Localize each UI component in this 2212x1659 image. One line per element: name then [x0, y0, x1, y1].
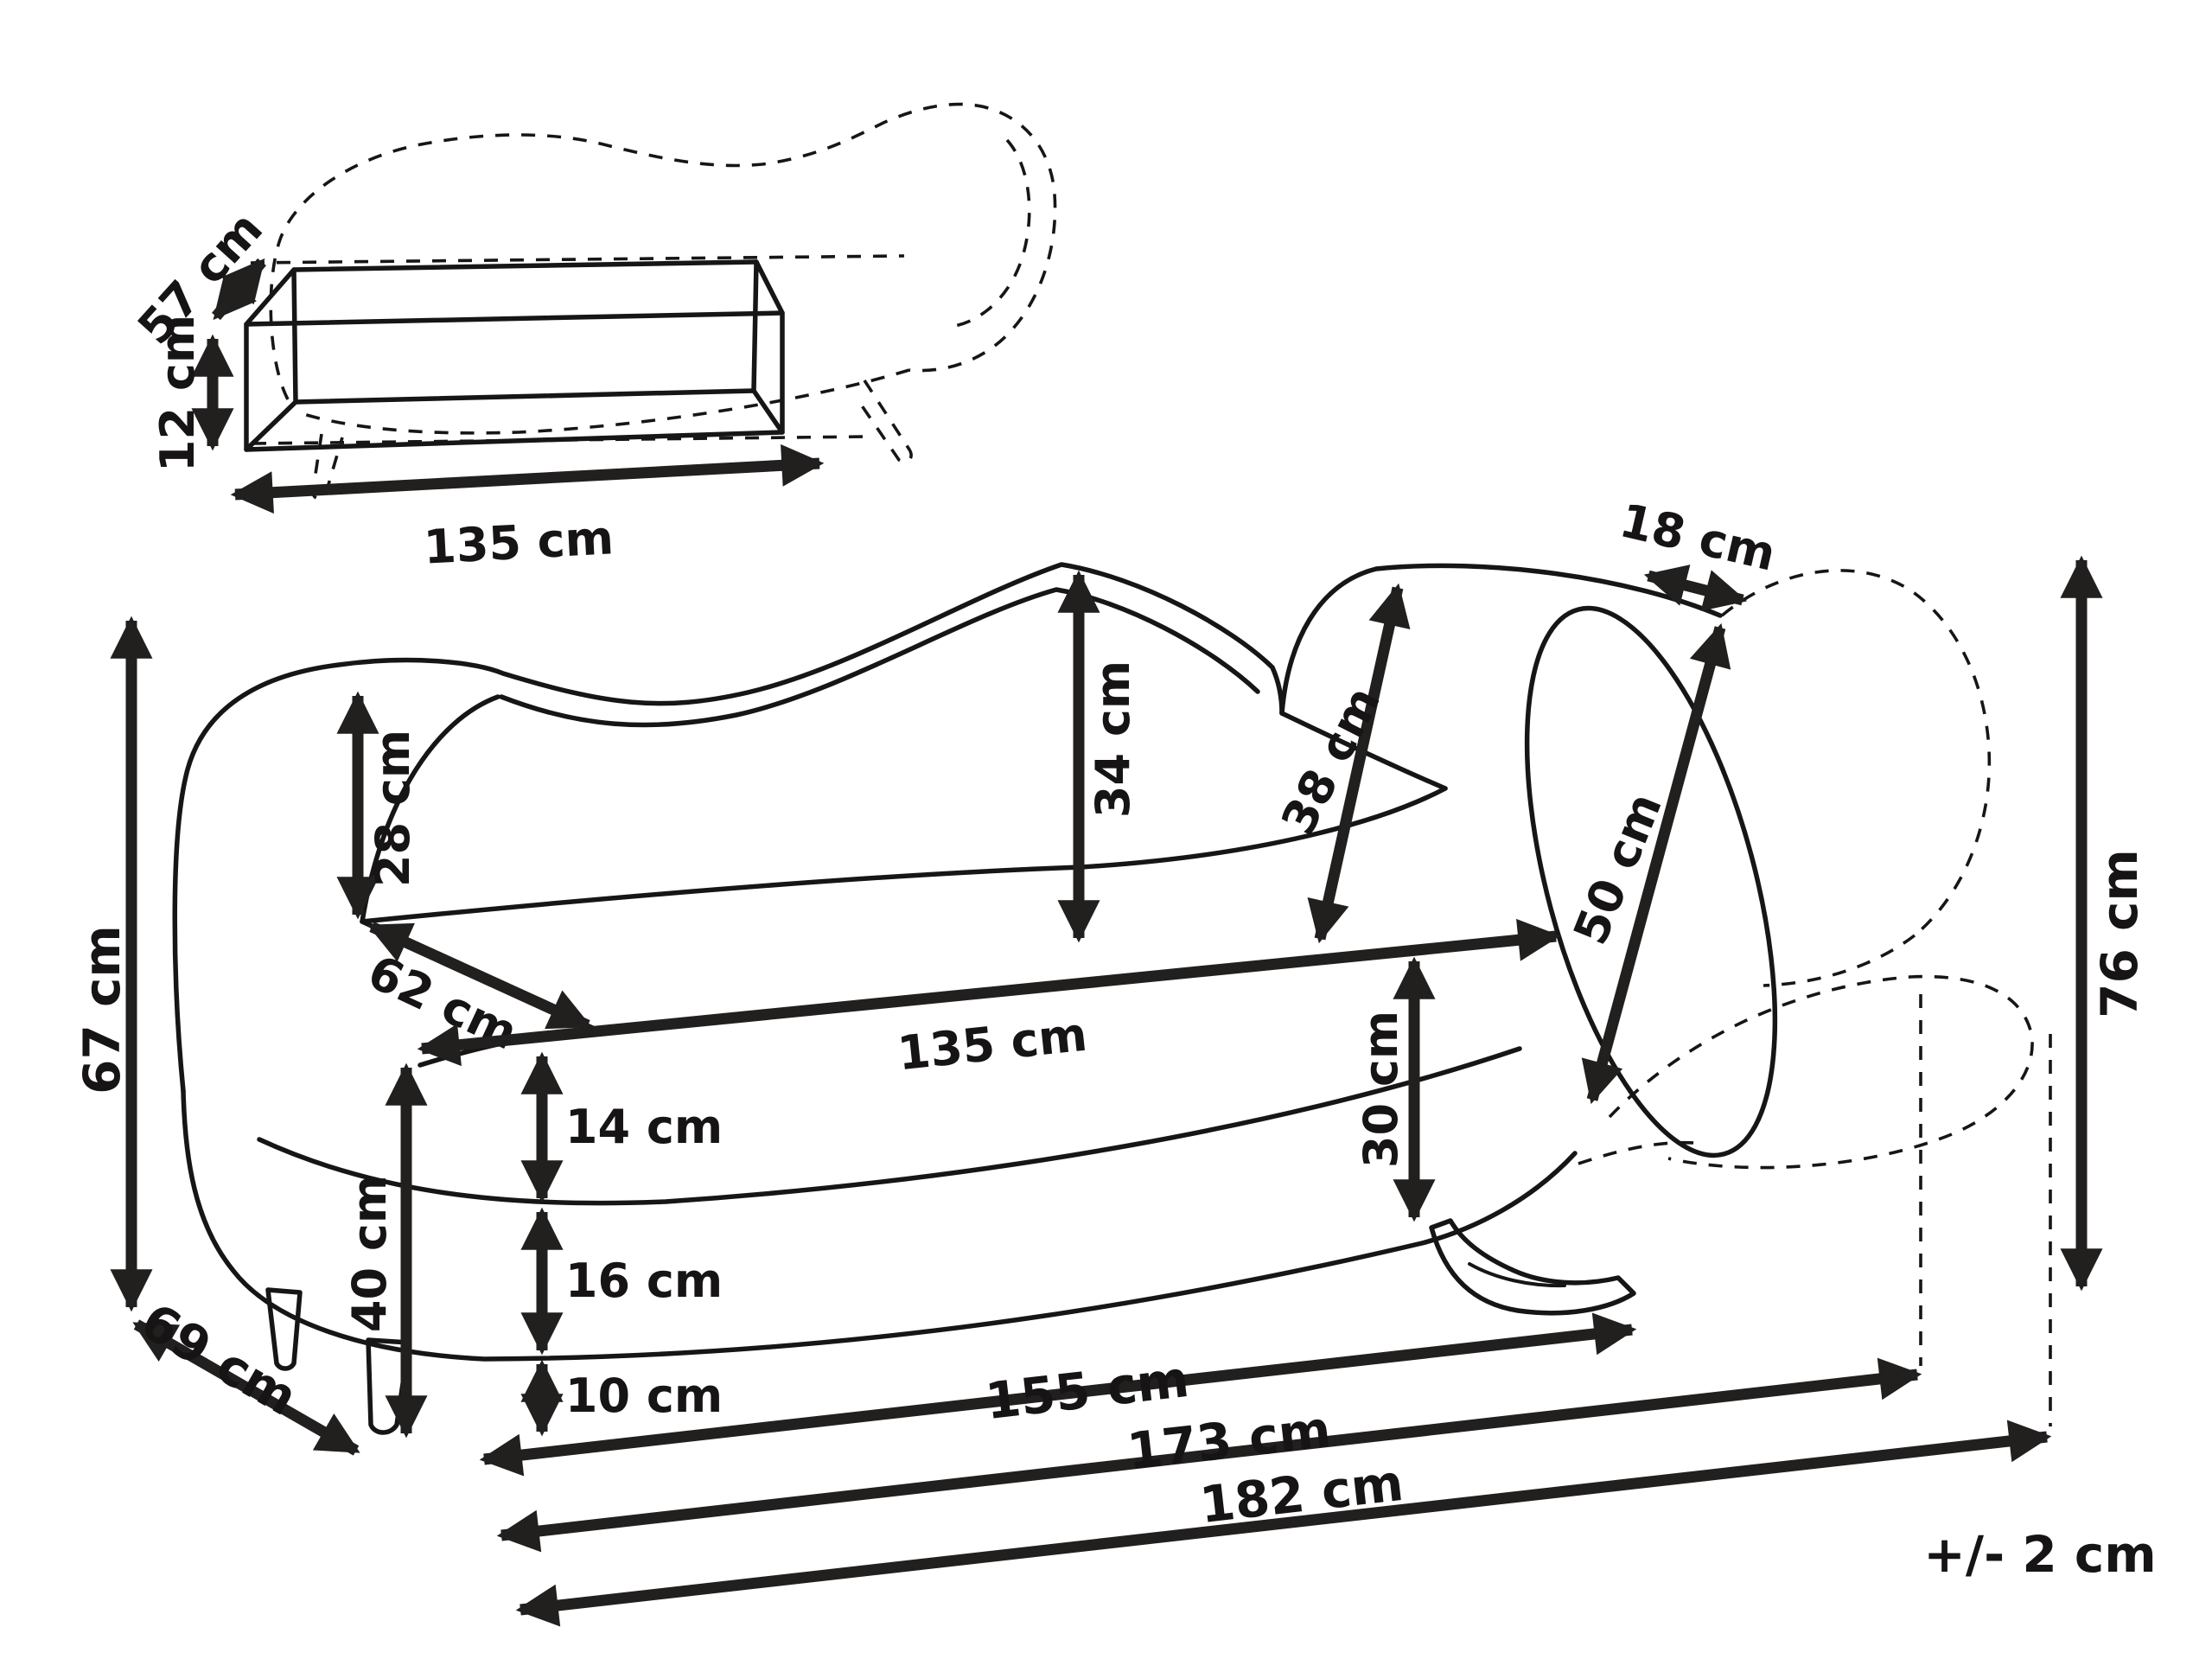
box-right-end: [751, 259, 785, 435]
right-leg-detail: [1468, 1262, 1566, 1288]
raised-cushion-inner-arc: [1763, 934, 1916, 987]
inset-storage-box: [244, 259, 785, 452]
dim-side-depth-arrow: [132, 1319, 360, 1456]
inset-silhouette-seat-line-top: [250, 254, 905, 265]
inset-silhouette-arm-roll: [947, 138, 1031, 329]
cushion-seam: [257, 1046, 1522, 1206]
dim-seat-width-arrow: [417, 918, 1561, 1067]
dim-cushion-thickness-label: 14 cm: [565, 1100, 723, 1154]
box-near-bottom-edge: [244, 430, 785, 452]
dim-bolster-face-arrow: [1307, 583, 1411, 944]
dim-storage-height-label: 12 cm: [150, 315, 205, 472]
dim-seat-front-height-label: 30 cm: [1354, 1011, 1408, 1168]
dim-storage-width-arrow: [230, 443, 825, 514]
dim-bolster-length-arrow: [1581, 622, 1731, 1105]
dim-storage-depth-arrow: [212, 258, 266, 321]
back-top-inner: [499, 587, 1260, 728]
box-left-end: [244, 267, 298, 452]
main-chaise: 67 cm 69 cm 28 cm 62 cm 34 cm 38 cm 18 c…: [73, 493, 2149, 1627]
back-cushion-left-end: [1279, 563, 1723, 716]
dim-bolster-top-width-label: 18 cm: [1615, 493, 1781, 581]
inset-silhouette-bottom: [300, 368, 910, 435]
storage-inset: 57 cm 12 cm 135 cm: [127, 102, 1057, 575]
dim-raised-height-label: 76 cm: [2090, 849, 2149, 1018]
dim-seat-height-label: 40 cm: [342, 1175, 397, 1332]
dim-base-thickness-label: 16 cm: [565, 1254, 723, 1308]
box-far-top-edge: [291, 259, 759, 272]
inset-silhouette-back: [269, 102, 1057, 400]
box-far-bottom-edge: [293, 388, 756, 405]
raised-bolster-bottom-arc: [1578, 1140, 1695, 1165]
inset-silhouette-back-leg: [856, 380, 913, 463]
dim-arm-above-seat-label: 28 cm: [366, 730, 420, 887]
dim-back-height-label: 67 cm: [73, 925, 131, 1094]
dim-seat-width-label: 135 cm: [895, 1007, 1089, 1082]
bolster-ellipse: [1524, 605, 1778, 1158]
inset-dashed-silhouette: [250, 102, 1057, 501]
tolerance-note: +/- 2 cm: [1923, 1525, 2156, 1584]
raised-cushion-top-arc: [1720, 569, 1992, 937]
dim-back-above-seat-label: 34 cm: [1086, 660, 1140, 818]
dim-leg-height-label: 10 cm: [565, 1369, 723, 1423]
dim-storage-width-label: 135 cm: [423, 510, 615, 574]
arm-and-back-top-outer: [172, 562, 1284, 1094]
dim-length-total-arrow: [515, 1420, 2052, 1627]
right-leg: [1429, 1218, 1636, 1316]
dim-bolster-top-width-arrow: [1643, 565, 1748, 611]
raised-backrest-dashed: [1578, 569, 2052, 1426]
raised-bolster-arc: [1608, 974, 2034, 1170]
box-near-top-edge: [244, 310, 785, 327]
